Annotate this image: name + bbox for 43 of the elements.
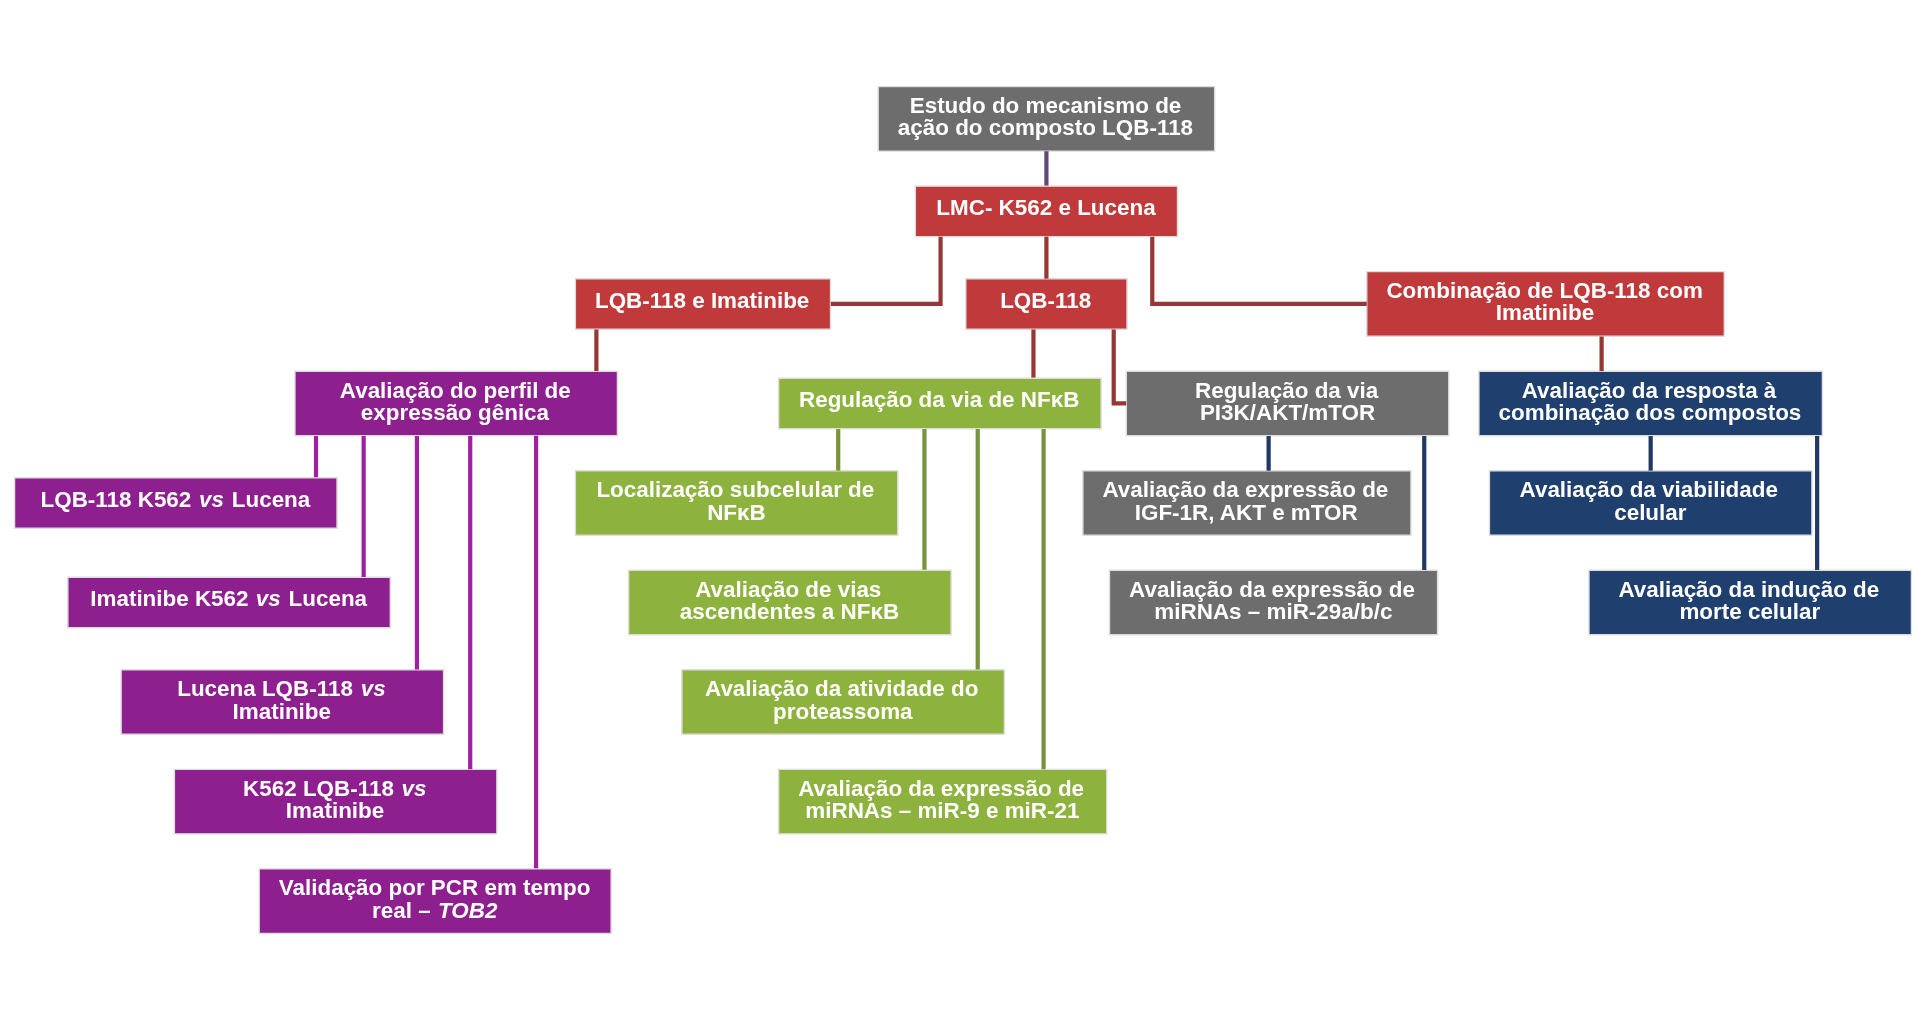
- connector: [534, 435, 539, 868]
- node-box: Regulação da via de NFκB: [777, 377, 1102, 429]
- connector: [836, 428, 841, 471]
- node-box: LMC- K562 e Lucena: [914, 184, 1179, 237]
- connector: [1044, 150, 1049, 186]
- node-box: LQB-118: [965, 277, 1128, 330]
- connector: [1044, 236, 1049, 279]
- node-box: Imatinibe K562 vs Lucena: [67, 576, 391, 628]
- node-box: Localização subcelular de NFκB: [574, 469, 899, 536]
- connector: [361, 435, 366, 577]
- connector: [1150, 236, 1367, 306]
- connector: [1422, 435, 1427, 570]
- connector: [1266, 435, 1271, 471]
- connector: [1111, 329, 1127, 406]
- node-box: Avaliação da expressão de IGF-1R, AKT e mTOR: [1082, 469, 1412, 536]
- node-box: Combinação de LQB-118 com Imatinibe: [1366, 270, 1725, 337]
- node-box: Estudo do mecanismo de ação do composto LQB-118: [877, 85, 1216, 152]
- node-box: Lucena LQB-118 vs Imatinibe: [120, 668, 445, 735]
- node-box: Avaliação da atividade do proteassoma: [681, 668, 1006, 735]
- connector: [1815, 435, 1820, 570]
- node-box: Avaliação da resposta à combinação dos compostos: [1478, 370, 1824, 436]
- connector: [468, 435, 473, 769]
- connector: [313, 435, 319, 477]
- node-box: Avaliação da viabilidade celular: [1488, 469, 1813, 536]
- node-box: Avaliação da expressão de miRNAs – miR-29a/b/c: [1108, 569, 1439, 635]
- node-box: LQB-118 e Imatinibe: [574, 277, 832, 330]
- connector: [830, 236, 943, 306]
- node-box: Validação por PCR em tempo real – TOB2: [258, 867, 612, 934]
- connector: [1599, 336, 1604, 371]
- node-box: Avaliação de vias ascendentes a NFκB: [627, 569, 952, 635]
- node-box: Avaliação do perfil de expressão gênica: [294, 370, 619, 436]
- node-box: Regulação da via PI3K/AKT/mTOR: [1125, 370, 1450, 436]
- node-box: LQB-118 K562 vs Lucena: [13, 476, 338, 529]
- connector: [975, 428, 980, 670]
- node-box: Avaliação da expressão de miRNAs – miR-9 e miR-21: [777, 768, 1108, 835]
- connector: [922, 428, 927, 570]
- connector: [594, 329, 599, 371]
- connector: [1648, 435, 1653, 471]
- connector: [1041, 428, 1046, 769]
- node-box: Avaliação da indução de morte celular: [1588, 569, 1913, 635]
- connector: [1031, 329, 1036, 378]
- connector: [414, 435, 420, 670]
- node-box: K562 LQB-118 vs Imatinibe: [173, 768, 498, 835]
